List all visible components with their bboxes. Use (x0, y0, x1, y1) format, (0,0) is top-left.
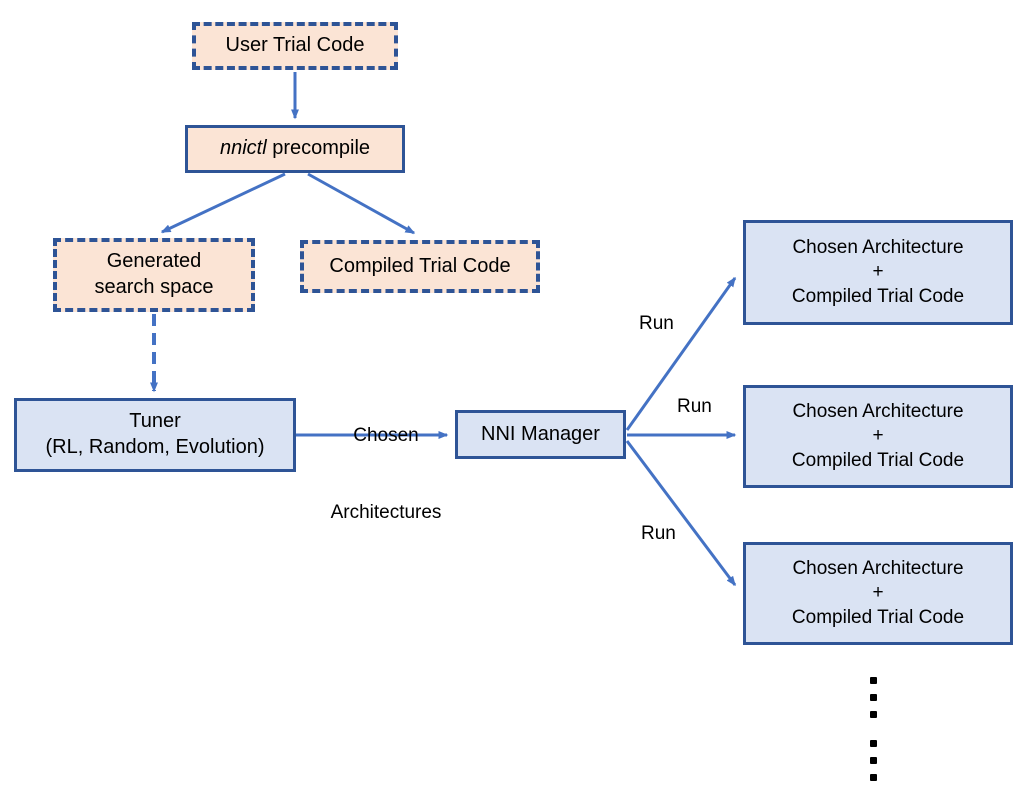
precompile-text: precompile (266, 137, 371, 160)
node-user-trial-code-label: User Trial Code (225, 34, 365, 57)
node-trial-1-line3: Compiled Trial Code (791, 285, 965, 307)
diagram-canvas: User Trial Code nnictl precompile Genera… (14, 22, 1013, 781)
edge-label-chosen-architectures-line2: Architectures (330, 502, 442, 524)
ellipsis-dot (869, 711, 877, 718)
ellipsis-group-top (869, 672, 877, 723)
node-generated-search-space[interactable]: Generated search space (53, 238, 255, 312)
node-trial-2-line1: Chosen Architecture (792, 401, 964, 423)
nnictl-emphasis: nnictl (219, 137, 267, 160)
ellipsis-group-bottom (869, 735, 877, 786)
node-trial-3-line2: + (872, 582, 884, 604)
edge-label-chosen-architectures: Chosen Architectures (316, 372, 456, 577)
node-trial-1-line1: Chosen Architecture (792, 237, 964, 259)
node-trial-3-line3: Compiled Trial Code (791, 606, 965, 628)
edge-label-run-1: Run (639, 313, 674, 334)
ellipsis-dot (869, 740, 877, 747)
vertical-ellipsis-icon (862, 672, 884, 786)
edge-label-chosen-architectures-line1: Chosen (353, 425, 419, 447)
node-trial-2-line3: Compiled Trial Code (791, 449, 965, 471)
node-nnictl-precompile-label: nnictl precompile (220, 136, 370, 162)
node-generated-search-space-line2: search space (94, 276, 214, 298)
node-trial-2-line2: + (872, 425, 884, 447)
node-trial-1[interactable]: Chosen Architecture + Compiled Trial Cod… (743, 220, 1013, 325)
node-compiled-trial-code[interactable]: Compiled Trial Code (300, 240, 540, 293)
edge-label-run-3: Run (641, 523, 676, 544)
node-nni-manager-label: NNI Manager (481, 422, 600, 445)
node-trial-2[interactable]: Chosen Architecture + Compiled Trial Cod… (743, 385, 1013, 488)
node-trial-3[interactable]: Chosen Architecture + Compiled Trial Cod… (743, 542, 1013, 645)
node-trial-1-line2: + (872, 261, 884, 283)
edge-label-run-2: Run (677, 396, 712, 417)
ellipsis-dot (869, 757, 877, 764)
node-user-trial-code[interactable]: User Trial Code (192, 22, 398, 70)
node-generated-search-space-line1: Generated (106, 250, 202, 273)
node-compiled-trial-code-label: Compiled Trial Code (329, 254, 511, 277)
ellipsis-dot (869, 677, 877, 684)
node-tuner[interactable]: Tuner (RL, Random, Evolution) (14, 398, 296, 472)
node-trial-3-line1: Chosen Architecture (792, 558, 964, 580)
node-tuner-line2: (RL, Random, Evolution) (45, 436, 265, 458)
node-nnictl-precompile[interactable]: nnictl precompile (185, 125, 405, 173)
node-tuner-line1: Tuner (129, 410, 181, 433)
ellipsis-dot (869, 694, 877, 701)
ellipsis-dot (869, 774, 877, 781)
node-nni-manager[interactable]: NNI Manager (455, 410, 626, 459)
